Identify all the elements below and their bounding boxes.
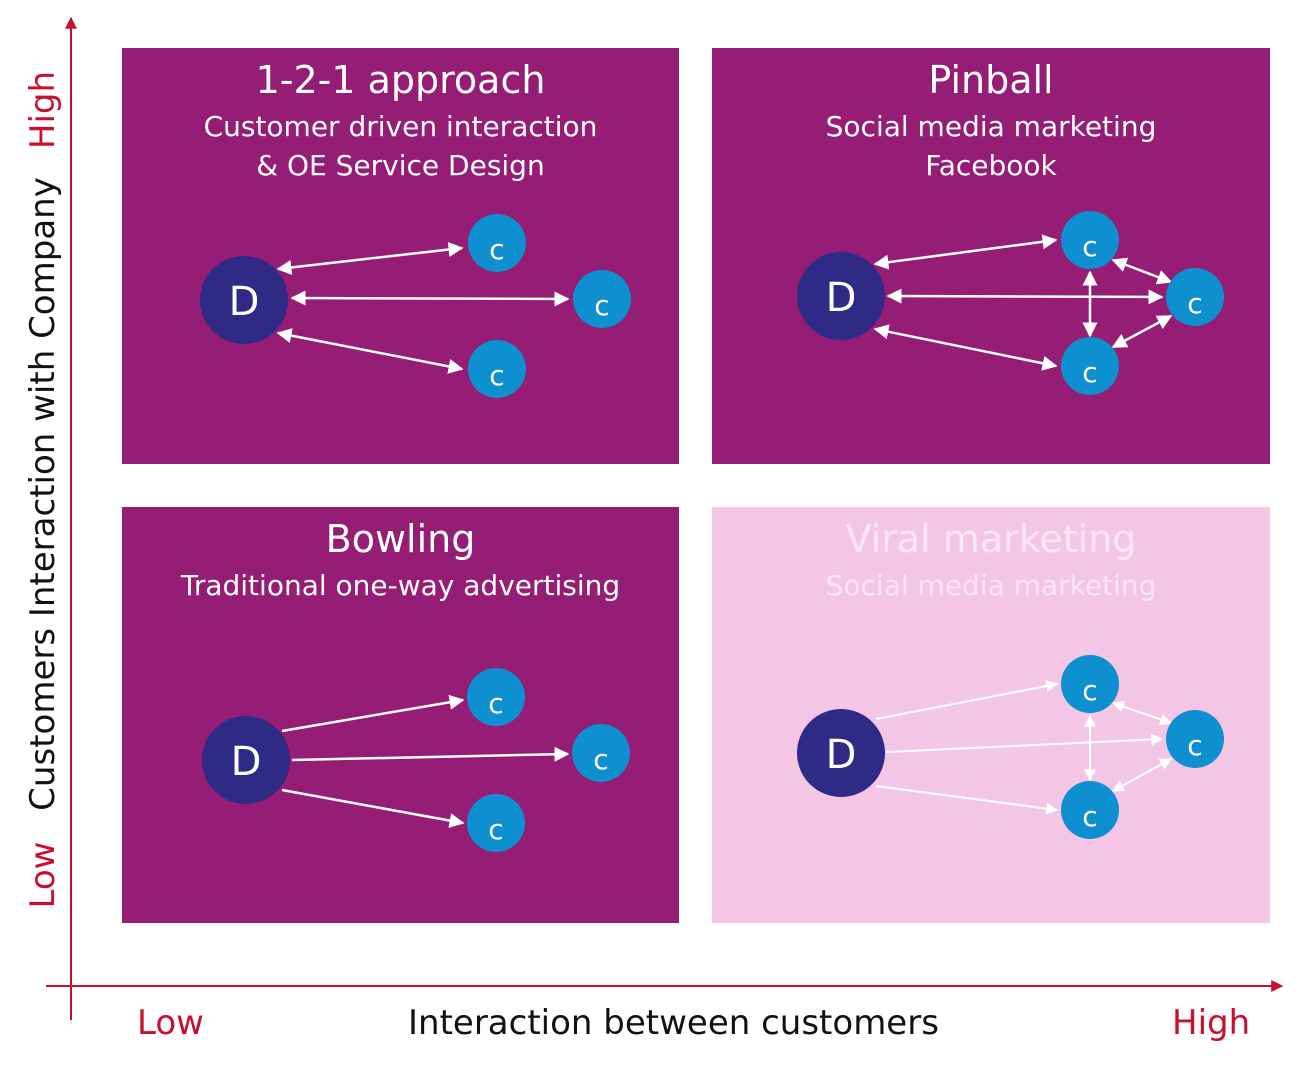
one-way-arrow [875, 785, 1059, 815]
customer-node [1061, 337, 1119, 395]
quadrant-bowling: Bowling Traditional one-way advertising [122, 507, 679, 923]
x-axis-title: Interaction between customers [408, 1003, 939, 1043]
customer-node [468, 214, 526, 272]
dealer-node [797, 252, 885, 340]
y-axis-low-label: Low [23, 842, 63, 909]
one-way-arrow [281, 788, 465, 828]
quadrant-subtitle-line-1: Social media marketing [825, 569, 1157, 602]
x-axis-high-label: High [1172, 1003, 1251, 1043]
two-way-arrow [276, 328, 464, 374]
customer-label: c [489, 233, 504, 266]
customer-node [468, 340, 526, 398]
two-way-arrow [1111, 758, 1173, 792]
viral-network: D c c c [797, 655, 1224, 839]
customer-node [572, 724, 630, 782]
customer-node [573, 270, 631, 328]
one-way-arrow [281, 694, 465, 733]
customer-label: c [1082, 356, 1097, 389]
quadrant-viral: Viral marketing Social media marketing [712, 507, 1270, 923]
customer-node [1166, 268, 1224, 326]
quadrant-subtitle-line-1: Social media marketing [825, 110, 1157, 143]
customer-label: c [488, 813, 503, 846]
two-way-arrow [276, 242, 464, 275]
y-axis-high-label: High [23, 71, 63, 149]
two-way-arrow [1111, 700, 1173, 726]
two-way-arrow [886, 288, 1164, 305]
quadrant-title: 1-2-1 approach [255, 58, 546, 102]
one-way-arrow [291, 746, 570, 762]
dealer-node [202, 716, 290, 804]
bowling-network: D c c c [202, 668, 630, 852]
quadrant-title: Pinball [928, 58, 1054, 102]
two-way-arrow [873, 324, 1058, 371]
quadrant-subtitle-line-2: Facebook [925, 149, 1057, 182]
one-way-arrow [875, 680, 1059, 720]
dealer-node [200, 256, 288, 344]
customer-node [1061, 781, 1119, 839]
dealer-label: D [231, 739, 262, 785]
dealer-node [797, 709, 885, 797]
quadrant-title: Bowling [325, 517, 476, 561]
customer-label: c [1082, 230, 1097, 263]
two-way-arrow [873, 234, 1058, 270]
one-to-one-network: D c c c [200, 214, 631, 398]
customer-label: c [1187, 729, 1202, 762]
dealer-label: D [826, 275, 857, 321]
customer-node [1061, 655, 1119, 713]
customer-node [1061, 211, 1119, 269]
customer-label: c [488, 687, 503, 720]
two-way-arrow [290, 290, 570, 307]
pinball-network: D c c c [797, 211, 1224, 395]
quadrant-one-to-one: 1-2-1 approach Customer driven interacti… [122, 48, 679, 464]
customer-label: c [1187, 287, 1202, 320]
customer-node [467, 668, 525, 726]
customer-label: c [1082, 674, 1097, 707]
customer-label: c [593, 743, 608, 776]
customer-label: c [489, 359, 504, 392]
two-way-arrow [1111, 257, 1173, 285]
quadrant-title: Viral marketing [845, 517, 1137, 561]
one-way-arrow [885, 733, 1164, 753]
dealer-label: D [826, 732, 857, 778]
y-axis-title: Customers Interaction with Company [23, 177, 63, 811]
two-way-arrow [1111, 314, 1173, 349]
dealer-label: D [229, 279, 260, 325]
x-axis-low-label: Low [137, 1003, 204, 1043]
quadrant-subtitle-line-2: & OE Service Design [256, 149, 545, 182]
customer-label: c [1082, 800, 1097, 833]
quadrant-subtitle-line-1: Traditional one-way advertising [180, 569, 621, 602]
customer-node [1166, 710, 1224, 768]
customer-label: c [594, 289, 609, 322]
quadrant-subtitle-line-1: Customer driven interaction [203, 110, 598, 143]
customer-node [467, 794, 525, 852]
